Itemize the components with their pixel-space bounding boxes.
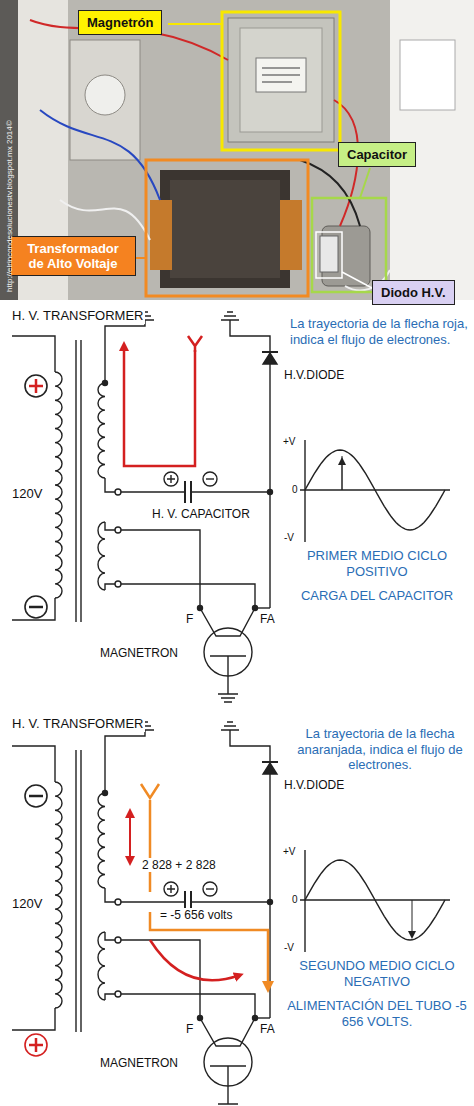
component-label: MAGNETRON [100, 646, 178, 660]
axis-label: +V [283, 436, 296, 448]
coil-winding [98, 383, 105, 478]
component-title: H. V. TRANSFORMER [10, 716, 145, 732]
coil-winding [98, 522, 105, 590]
component-title: H. V. TRANSFORMER [10, 308, 145, 324]
note: CARGA DEL CAPACITOR [285, 588, 469, 604]
note: SEGUNDO MEDIO CICLO NEGATIVO [285, 958, 469, 989]
part-name: Capacitor [347, 147, 407, 162]
component-label: H.V.DIODE [282, 368, 346, 382]
note: La trayectoria de la flecha roja, indica… [288, 316, 470, 347]
part-label-box: Transformador de Alto Voltaje [10, 236, 136, 276]
axis-label: 0 [292, 894, 298, 906]
part-label-box: Diodo H.V. [372, 280, 455, 305]
component-label: H. V. CAPACITOR [150, 507, 252, 521]
sine-wave [305, 450, 445, 530]
part-name: Diodo H.V. [381, 285, 446, 300]
part-label-box: Capacitor [338, 142, 416, 167]
voltage-sum: 2 828 + 2 828 [140, 858, 218, 872]
note: PRIMER MEDIO CICLO POSITIVO [285, 548, 469, 579]
part-label-box: Magnetrón [78, 10, 162, 35]
note: ALIMENTACIÓN DEL TUBO -5 656 VOLTS. [285, 998, 469, 1029]
axis-label: -V [284, 532, 294, 544]
voltage-label: 120V [10, 486, 44, 502]
pin-label: F [186, 1022, 193, 1036]
pin-label: FA [260, 612, 275, 626]
sine-wave [305, 860, 445, 940]
pin-label: F [186, 612, 193, 626]
voltage-sum: = -5 656 volts [158, 908, 234, 922]
coil-winding [55, 782, 62, 1008]
coil-winding [98, 793, 105, 888]
component-label: MAGNETRON [100, 1056, 178, 1070]
coil-winding [98, 932, 105, 1000]
part-name: Magnetrón [87, 15, 153, 30]
watermark: http://elrincondesolucionestv.blogspot.m… [5, 120, 15, 292]
note: La trayectoria de la flecha anaranjada, … [290, 726, 470, 773]
pin-label: FA [260, 1022, 275, 1036]
component-label: H.V.DIODE [282, 778, 346, 792]
axis-label: 0 [292, 484, 298, 496]
part-name: Transformador de Alto Voltaje [19, 241, 127, 271]
voltage-label: 120V [10, 896, 44, 912]
axis-label: -V [284, 942, 294, 954]
coil-winding [55, 372, 62, 598]
axis-label: +V [283, 846, 296, 858]
